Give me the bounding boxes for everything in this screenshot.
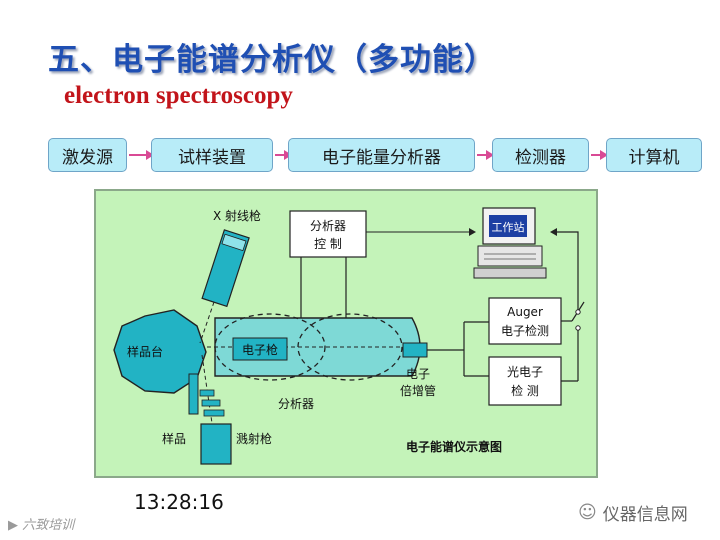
analyzer-control-box xyxy=(289,210,367,258)
x-ray-gun xyxy=(201,229,250,308)
auger-detector-box xyxy=(488,297,562,345)
sample-label: 样品 xyxy=(162,431,186,446)
photoelectron-detector-label-2: 检 测 xyxy=(511,383,539,398)
sample xyxy=(188,373,199,415)
flow-step-sample-device: 试样装置 xyxy=(151,138,273,172)
play-icon: ▶ xyxy=(8,518,23,533)
auger-detector-label-1: Auger xyxy=(507,305,543,319)
workstation-label: 工作站 xyxy=(492,220,525,234)
flow-arrow-1 xyxy=(129,150,154,160)
auger-detector-label-2: 电子检测 xyxy=(501,323,549,338)
wechat-icon: ☺ xyxy=(578,502,597,523)
electron-gun-label: 电子枪 xyxy=(242,342,278,357)
analyzer-control-label-1: 分析器 xyxy=(310,219,346,233)
flow-step-energy-analyzer: 电子能量分析器 xyxy=(288,138,475,172)
flow-arrow-4 xyxy=(591,150,608,160)
analyzer-lens-right xyxy=(297,313,403,381)
control-arrow-head xyxy=(469,228,476,236)
workstation-computer xyxy=(473,207,547,279)
watermark-right-text: 仪器信息网 xyxy=(602,505,688,525)
workstation-return-wire xyxy=(552,231,579,312)
watermark-left: ▶ 六致培训 xyxy=(8,514,74,533)
watermark-left-text: 六致培训 xyxy=(22,518,75,533)
diagram-caption: 电子能谱仪示意图 xyxy=(406,439,502,454)
sputter-gun xyxy=(200,423,232,465)
analyzer-control-label-2: 控 制 xyxy=(314,237,342,251)
sputter-plate-2 xyxy=(201,399,221,407)
flow-arrow-3 xyxy=(477,150,494,160)
electron-gun xyxy=(232,337,288,361)
sputter-gun-label: 溅射枪 xyxy=(236,431,272,446)
photoelectron-detector-box xyxy=(488,356,562,406)
x-ray-gun-label: X 射线枪 xyxy=(213,208,261,223)
x-ray-beam xyxy=(199,301,215,344)
page-subtitle: electron spectroscopy xyxy=(64,82,293,109)
switch-contact-bottom xyxy=(575,325,581,331)
watermark-right: ☺ 仪器信息网 xyxy=(578,500,688,525)
sample-stage xyxy=(113,309,207,394)
electron-multiplier xyxy=(402,342,428,358)
sputter-plate-3 xyxy=(203,409,225,417)
workstation-arrow-head xyxy=(550,228,557,236)
flow-step-computer: 计算机 xyxy=(606,138,702,172)
flow-step-excitation-source: 激发源 xyxy=(48,138,127,172)
sputter-plate-1 xyxy=(199,389,215,397)
sample-stage-label: 样品台 xyxy=(127,344,163,359)
timestamp: 13:28:16 xyxy=(134,490,224,514)
analyzer-label: 分析器 xyxy=(278,397,314,411)
switch-contact-top xyxy=(575,309,581,315)
multiplier-label-2: 倍增管 xyxy=(400,383,436,398)
analyzer-lens-left xyxy=(214,313,326,381)
page-title: 五、电子能谱分析仪（多功能） xyxy=(48,42,496,78)
multiplier-label-1: 电子 xyxy=(406,367,430,381)
photoelectron-detector-label-1: 光电子 xyxy=(507,365,543,379)
flow-step-detector: 检测器 xyxy=(492,138,589,172)
